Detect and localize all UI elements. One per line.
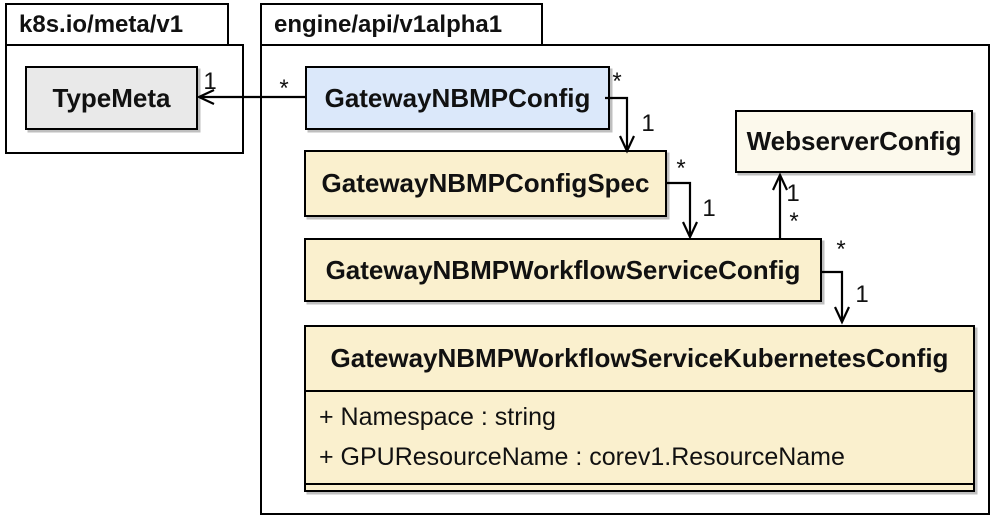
class-box-gatewaynbmpworkflowservicekubernetesconfig: GatewayNBMPWorkflowServiceKubernetesConf… [304,325,975,492]
package-engine-title: engine/api/v1alpha1 [274,10,503,38]
attribute-gpuresourcename: + GPUResourceName : corev1.ResourceName [319,443,845,471]
class-name-gatewaynbmpworkflowserviceconfig: GatewayNBMPWorkflowServiceConfig [325,254,801,285]
class-box-webserverconfig: WebserverConfig [735,110,973,173]
package-engine-tab: engine/api/v1alpha1 [260,3,543,44]
class-name-gatewaynbmpconfig: GatewayNBMPConfig [324,82,591,113]
class-box-gatewaynbmpconfigspec: GatewayNBMPConfigSpec [304,150,667,217]
class-name-gatewaynbmpconfigspec: GatewayNBMPConfigSpec [321,168,650,198]
class-box-gatewaynbmpworkflowserviceconfig: GatewayNBMPWorkflowServiceConfig [304,238,822,302]
class-name-gatewaynbmpworkflowservicekubernetesconfig: GatewayNBMPWorkflowServiceKubernetesConf… [330,343,949,373]
class-box-gatewaynbmpconfig: GatewayNBMPConfig [305,66,610,130]
package-k8s-tab: k8s.io/meta/v1 [5,3,229,44]
class-box-typemeta: TypeMeta [25,66,198,130]
class-name-webserverconfig: WebserverConfig [746,126,962,156]
methods-compartment [306,483,973,492]
class-name-typemeta: TypeMeta [52,82,171,113]
attributes-compartment: + Namespace : string + GPUResourceName :… [306,390,973,483]
package-k8s-title: k8s.io/meta/v1 [19,10,184,38]
attribute-namespace: + Namespace : string [319,403,556,431]
